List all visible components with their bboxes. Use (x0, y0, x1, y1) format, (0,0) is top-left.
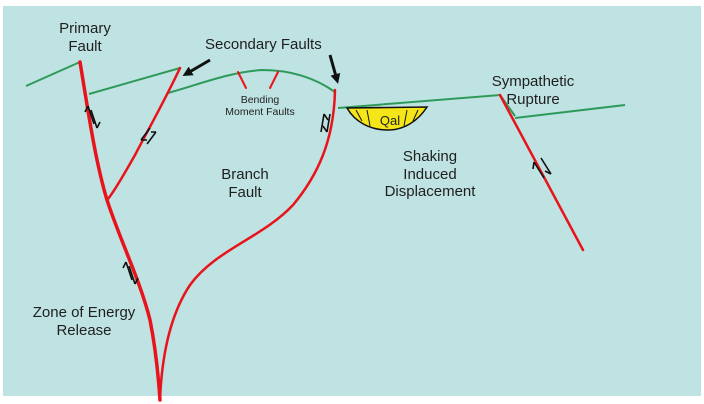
secondary-fault-left (105, 66, 182, 202)
slip-arrows (84, 105, 552, 285)
ground-surface-far-right (514, 104, 626, 119)
qal-hatch-marks (355, 109, 419, 127)
qal-label: Qal (379, 113, 401, 128)
bending-moment-fault-1 (237, 71, 247, 89)
primary-fault-label: Primary Fault (59, 20, 111, 55)
bending-moment-faults-label: Bending Moment Faults (225, 94, 295, 119)
secondary-fault-pointer-right (328, 54, 341, 84)
branch-fault (158, 88, 337, 402)
secondary-fault-pointer-left (182, 58, 211, 77)
bending-moment-fault-2 (269, 71, 279, 89)
ground-surface-middle (167, 68, 336, 94)
qal-alluvium-deposit (345, 106, 429, 131)
zone-of-energy-release-label: Zone of Energy Release (32, 304, 136, 339)
diagram-background (3, 6, 701, 396)
secondary-faults-label: Secondary Faults (205, 36, 322, 53)
primary-fault (78, 60, 162, 402)
shaking-induced-displacement-label: Shaking Induced Displacement (384, 148, 476, 201)
ground-surface-left (25, 61, 81, 87)
branch-fault-label: Branch Fault (221, 166, 269, 201)
ground-surface-hanging (88, 67, 181, 95)
sympathetic-rupture-label: Sympathetic Rupture (491, 73, 575, 108)
